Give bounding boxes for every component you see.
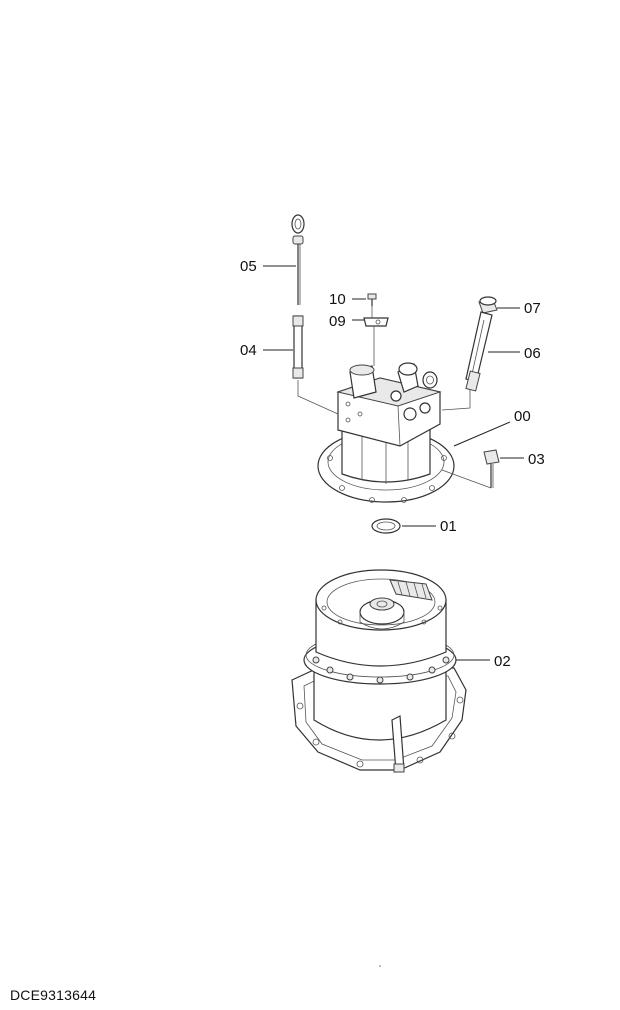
part-09-bracket bbox=[363, 317, 389, 366]
part-07-cap bbox=[478, 296, 498, 314]
document-code: DCE9313644 bbox=[10, 987, 97, 1003]
stray-dot bbox=[379, 965, 381, 967]
callout-06: 06 bbox=[524, 345, 541, 362]
part-06-hose bbox=[465, 311, 493, 392]
callout-05: 05 bbox=[240, 258, 257, 275]
callout-01: 01 bbox=[440, 518, 457, 535]
callout-00: 00 bbox=[514, 408, 531, 425]
part-10-bolt bbox=[367, 293, 377, 306]
part-04-pipe bbox=[292, 315, 304, 379]
callout-03: 03 bbox=[528, 451, 545, 468]
callout-04: 04 bbox=[240, 342, 257, 359]
part-05-dipstick bbox=[291, 214, 305, 305]
callout-02: 02 bbox=[494, 653, 511, 670]
part-02-reduction-gear bbox=[291, 569, 467, 773]
part-03-bolt bbox=[483, 449, 500, 488]
leader-lines bbox=[263, 265, 524, 661]
part-00-swing-motor bbox=[317, 362, 455, 503]
callout-09: 09 bbox=[329, 313, 346, 330]
callout-07: 07 bbox=[524, 300, 541, 317]
callout-10: 10 bbox=[329, 291, 346, 308]
part-01-seal bbox=[371, 518, 401, 534]
